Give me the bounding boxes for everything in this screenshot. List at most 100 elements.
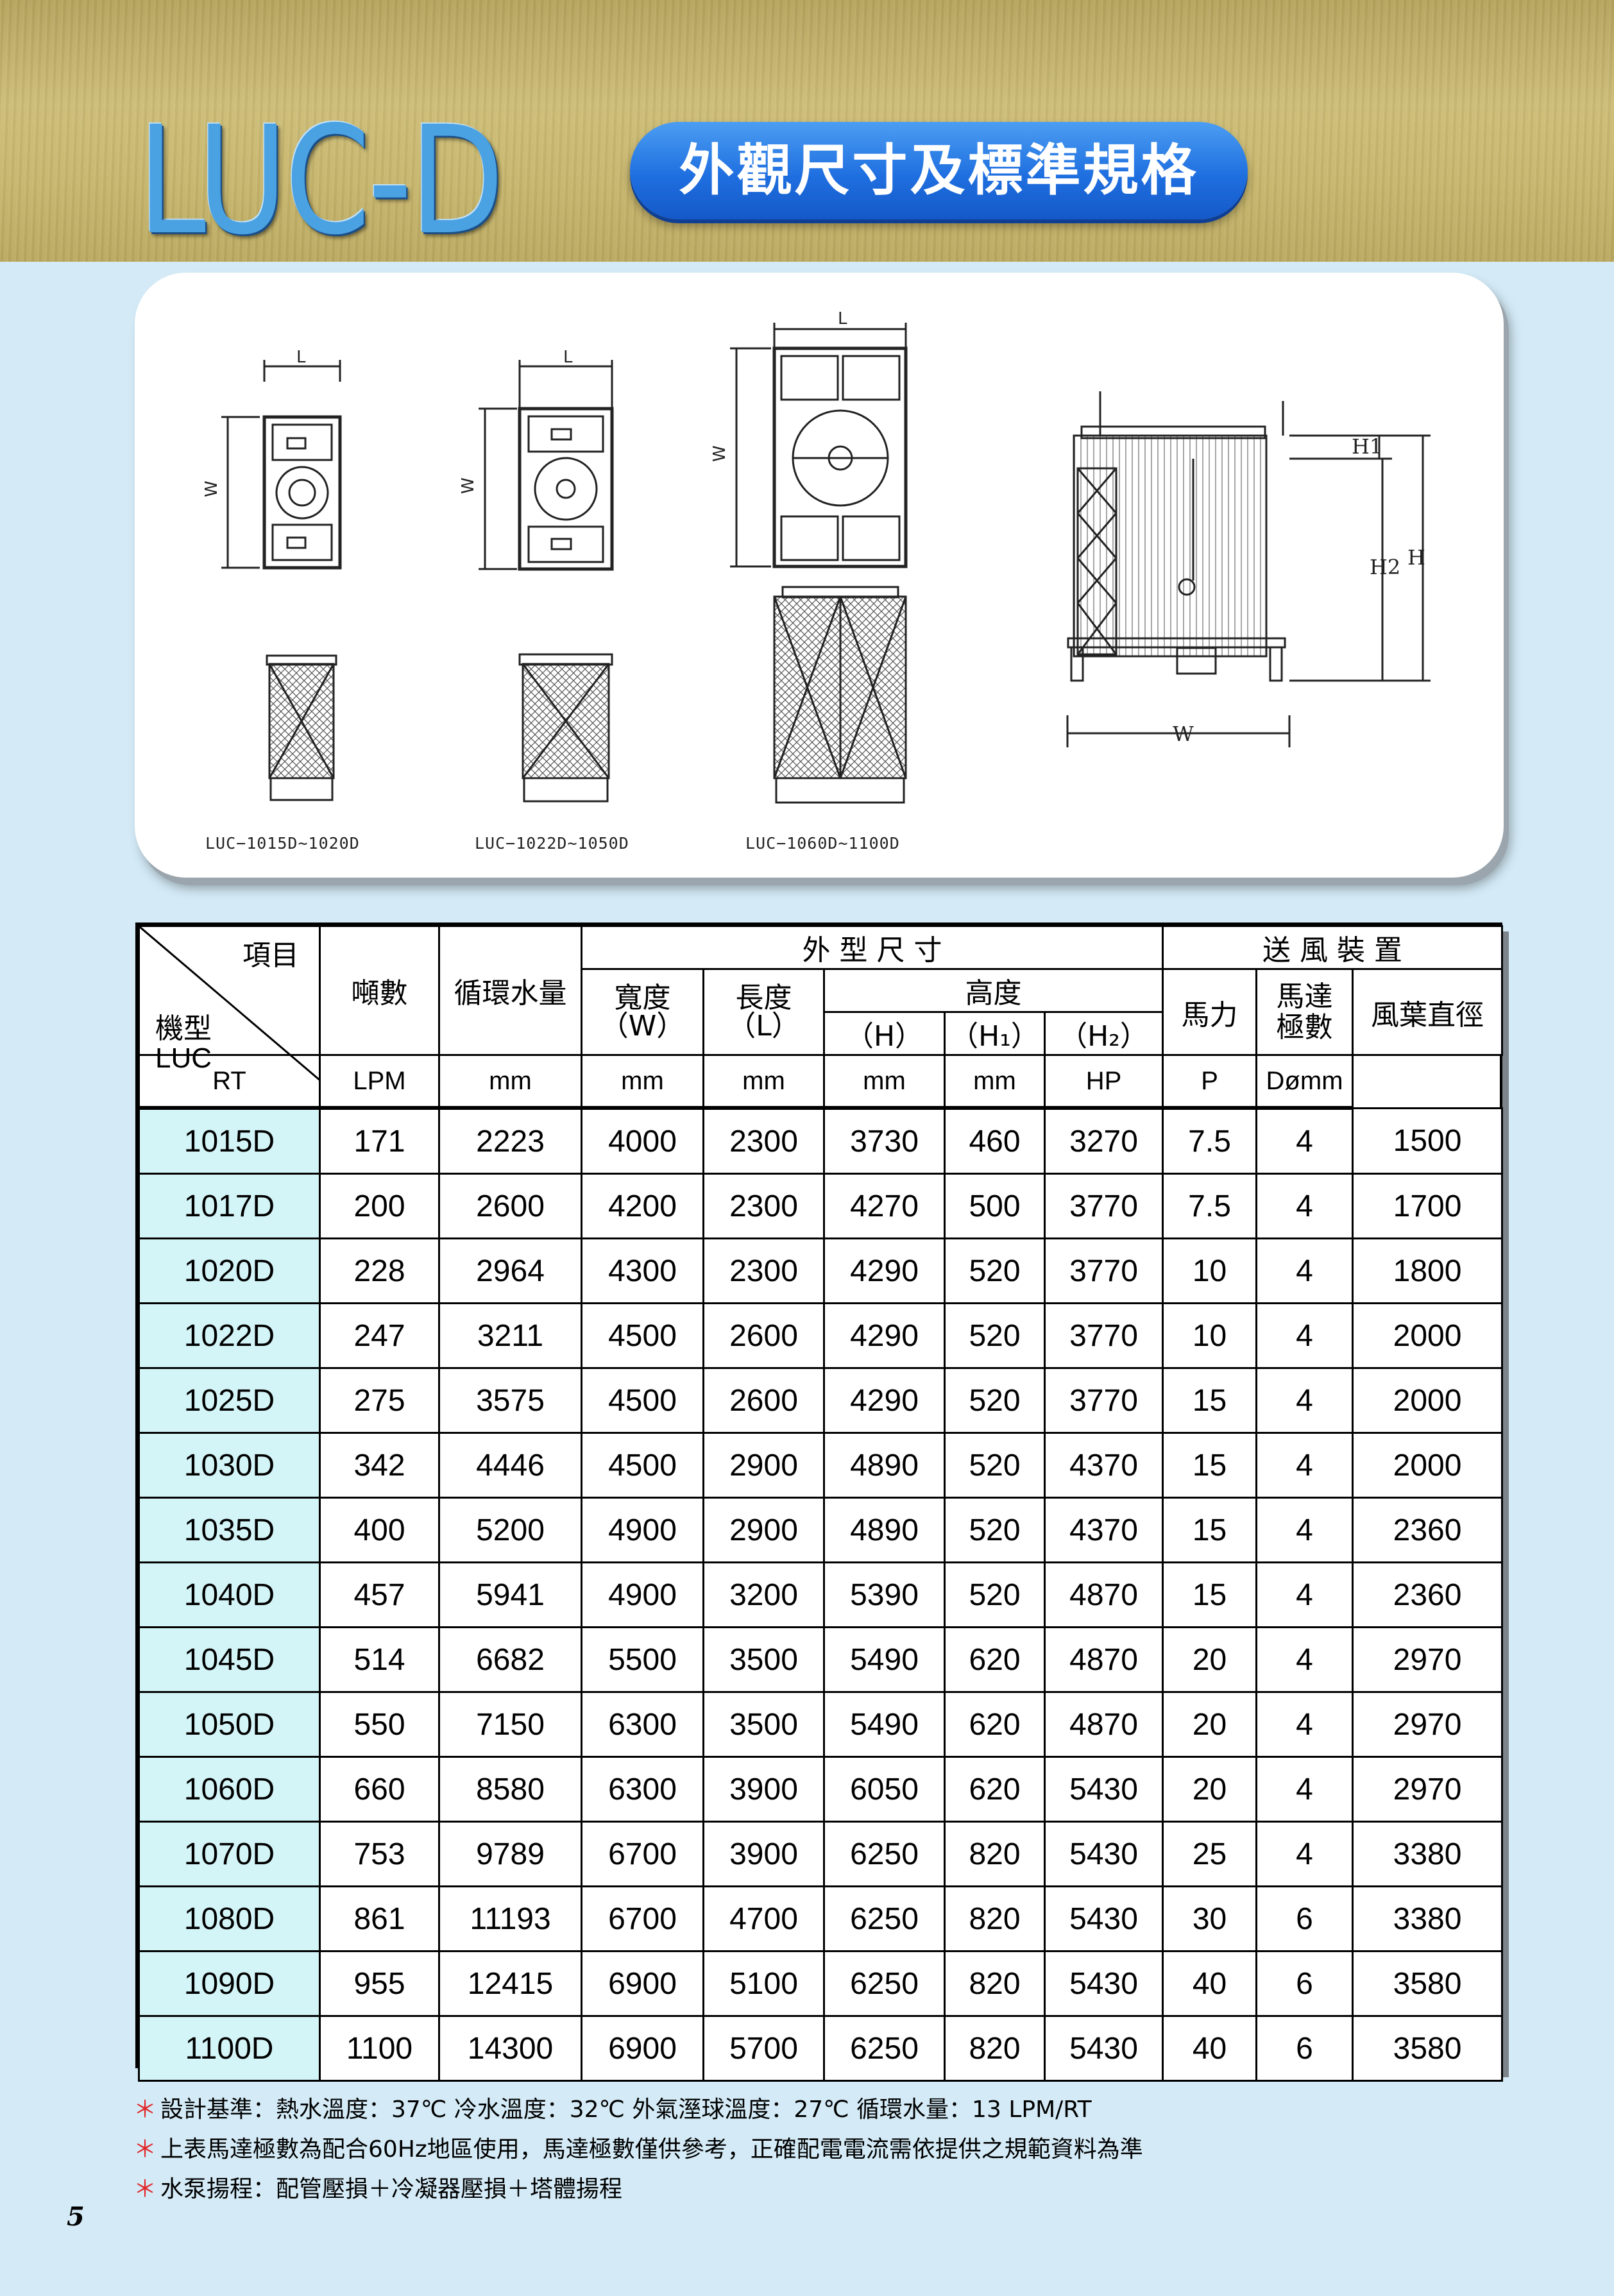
value-cell: 2300 xyxy=(702,1107,825,1175)
value-cell: 5500 xyxy=(581,1626,704,1693)
value-cell: 4 xyxy=(1255,1237,1354,1304)
dim-label-h2: H2 xyxy=(1370,555,1400,579)
unit-rt: RT xyxy=(138,1054,321,1110)
value-cell: 4270 xyxy=(823,1173,946,1239)
model-cell: 1070D xyxy=(138,1821,321,1887)
value-cell: 820 xyxy=(944,1821,1046,1887)
value-cell: 3580 xyxy=(1352,2015,1504,2082)
value-cell: 460 xyxy=(944,1107,1046,1175)
note-marker-1: ＊ xyxy=(133,2096,157,2123)
value-cell: 15 xyxy=(1162,1561,1258,1628)
dim-label-h: H xyxy=(1407,545,1425,570)
value-cell: 7.5 xyxy=(1162,1107,1258,1175)
value-cell: 6250 xyxy=(823,1950,946,2017)
value-cell: 15 xyxy=(1162,1432,1258,1499)
plan-view-small xyxy=(221,360,342,570)
value-cell: 3770 xyxy=(1043,1367,1164,1434)
model-cell: 1050D xyxy=(138,1691,321,1758)
value-cell: 620 xyxy=(944,1756,1046,1823)
value-cell: 14300 xyxy=(438,2015,582,2082)
unit-poles: P xyxy=(1162,1054,1258,1110)
value-cell: 4500 xyxy=(581,1367,704,1434)
value-cell: 6 xyxy=(1255,2015,1354,2082)
header-h: （H） xyxy=(823,1011,946,1056)
value-cell: 3270 xyxy=(1043,1107,1164,1175)
value-cell: 7.5 xyxy=(1162,1173,1258,1239)
page-number: 5 xyxy=(67,2202,85,2232)
value-cell: 2600 xyxy=(702,1367,825,1434)
unit-length: mm xyxy=(581,1054,704,1110)
value-cell: 620 xyxy=(944,1626,1046,1693)
value-cell: 7150 xyxy=(438,1691,582,1758)
value-cell: 40 xyxy=(1162,1950,1258,2017)
dim-label-w-4: W xyxy=(1173,722,1194,746)
drawing-caption-3: LUC−1060D∼1100D xyxy=(745,834,900,853)
value-cell: 4900 xyxy=(581,1497,704,1563)
value-cell: 3770 xyxy=(1043,1237,1164,1304)
value-cell: 11193 xyxy=(438,1885,582,1952)
value-cell: 6682 xyxy=(438,1626,582,1693)
value-cell: 2970 xyxy=(1352,1756,1504,1823)
value-cell: 5430 xyxy=(1043,1756,1164,1823)
value-cell: 2360 xyxy=(1352,1561,1504,1628)
unit-h: mm xyxy=(702,1054,825,1110)
units-row: RT LPM mm mm mm mm mm HP P Dømm xyxy=(138,1054,1502,1110)
value-cell: 550 xyxy=(319,1691,440,1758)
value-cell: 5430 xyxy=(1043,1950,1164,2017)
value-cell: 2223 xyxy=(438,1107,582,1175)
value-cell: 4 xyxy=(1255,1107,1354,1175)
value-cell: 4 xyxy=(1255,1821,1354,1887)
model-cell: 1100D xyxy=(138,2015,321,2082)
dim-label-w-3: W xyxy=(710,445,729,462)
value-cell: 12415 xyxy=(438,1950,582,2017)
value-cell: 520 xyxy=(944,1561,1046,1628)
footnotes: ＊設計基準：熱水溫度：37℃ 冷水溫度：32℃ 外氣溼球溫度：27℃ 循環水量：… xyxy=(133,2090,1143,2209)
model-cell: 1045D xyxy=(138,1626,321,1693)
value-cell: 5490 xyxy=(823,1626,946,1693)
value-cell: 10 xyxy=(1162,1237,1258,1304)
value-cell: 8580 xyxy=(438,1756,582,1823)
value-cell: 6300 xyxy=(581,1756,704,1823)
header-item-model-cell: 項目 機型 LUC xyxy=(138,925,321,1081)
model-cell: 1020D xyxy=(138,1237,321,1304)
value-cell: 520 xyxy=(944,1367,1046,1434)
footnote-1-text: 設計基準：熱水溫度：37℃ 冷水溫度：32℃ 外氣溼球溫度：27℃ 循環水量：1… xyxy=(160,2096,1092,2123)
header-flow: 循環水量 xyxy=(438,925,582,1056)
note-marker-3: ＊ xyxy=(133,2176,157,2202)
header-model: 機型 xyxy=(155,1012,212,1045)
model-cell: 1090D xyxy=(138,1950,321,2017)
value-cell: 4500 xyxy=(581,1432,704,1499)
technical-drawings: L L L W W W W H1 H2 H xyxy=(202,309,1431,804)
value-cell: 2000 xyxy=(1352,1367,1504,1434)
value-cell: 5430 xyxy=(1043,2015,1164,2082)
value-cell: 820 xyxy=(944,2015,1046,2082)
value-cell: 275 xyxy=(319,1367,440,1434)
header-fan-unit: 送 風 裝 置 xyxy=(1162,925,1504,970)
value-cell: 3730 xyxy=(823,1107,946,1175)
value-cell: 200 xyxy=(319,1173,440,1239)
diagonal-divider xyxy=(140,927,321,1081)
model-cell: 1080D xyxy=(138,1885,321,1952)
dim-label-l-2: L xyxy=(563,348,573,367)
header-poles-line1: 馬達 xyxy=(1276,980,1333,1013)
header-length: 長度 （L） xyxy=(702,968,825,1056)
value-cell: 1100 xyxy=(319,2015,440,2082)
value-cell: 4870 xyxy=(1043,1626,1164,1693)
value-cell: 1800 xyxy=(1352,1237,1504,1304)
footnote-3: ＊水泵揚程：配管壓損＋冷凝器壓損＋塔體揚程 xyxy=(133,2170,1143,2209)
value-cell: 1500 xyxy=(1352,1107,1504,1175)
value-cell: 457 xyxy=(319,1561,440,1628)
value-cell: 30 xyxy=(1162,1885,1258,1952)
header-fan-diameter: 風葉直徑 xyxy=(1352,968,1504,1056)
side-elevation-detail xyxy=(1066,391,1431,747)
value-cell: 5430 xyxy=(1043,1885,1164,1952)
value-cell: 4 xyxy=(1255,1756,1354,1823)
value-cell: 4290 xyxy=(823,1237,946,1304)
value-cell: 2300 xyxy=(702,1173,825,1239)
value-cell: 6700 xyxy=(581,1885,704,1952)
